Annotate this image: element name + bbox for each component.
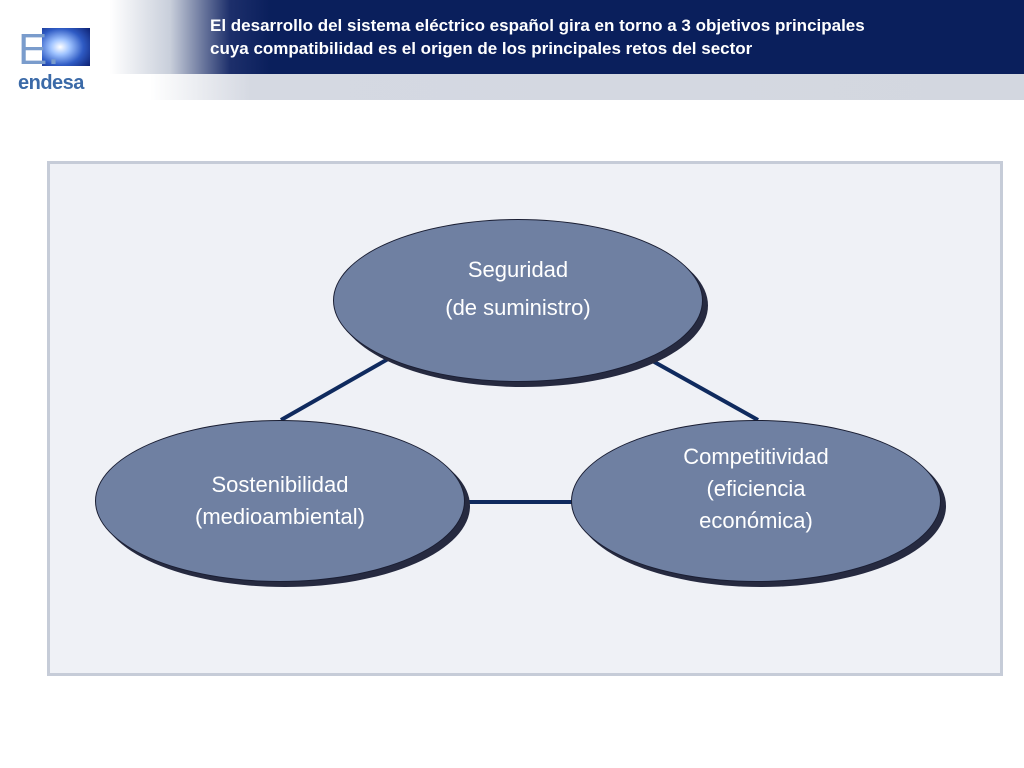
node-label-line: Seguridad	[467, 256, 569, 282]
page-title: El desarrollo del sistema eléctrico espa…	[210, 14, 1010, 60]
node-seguridad: Seguridad (de suministro)	[333, 219, 708, 387]
logo-mark-text: E.	[18, 25, 60, 70]
node-label-line: (eficiencia	[706, 476, 806, 501]
node-face: Seguridad (de suministro)	[333, 219, 703, 382]
connector-seguridad-sostenibilidad	[280, 357, 389, 422]
endesa-logo: E. endesa	[18, 24, 94, 96]
connector-seguridad-competitividad	[648, 357, 759, 422]
node-label-line: Competitividad	[683, 444, 829, 469]
endesa-logo-icon: E.	[18, 25, 90, 70]
page-title-line-1: El desarrollo del sistema eléctrico espa…	[210, 16, 865, 35]
node-face: Competitividad (eficiencia económica)	[571, 420, 941, 582]
logo-name: endesa	[18, 72, 84, 94]
node-label-line: (medioambiental)	[195, 504, 365, 529]
node-face: Sostenibilidad (medioambiental)	[95, 420, 465, 582]
header-band	[0, 0, 1024, 74]
node-label-line: económica)	[699, 508, 813, 533]
node-label-line: Sostenibilidad	[211, 472, 349, 497]
header-strip	[0, 74, 1024, 100]
node-sostenibilidad: Sostenibilidad (medioambiental)	[95, 420, 470, 587]
node-label-line: (de suministro)	[445, 294, 591, 320]
page-title-line-2: cuya compatibilidad es el origen de los …	[210, 39, 753, 58]
node-competitividad: Competitividad (eficiencia económica)	[571, 420, 946, 587]
